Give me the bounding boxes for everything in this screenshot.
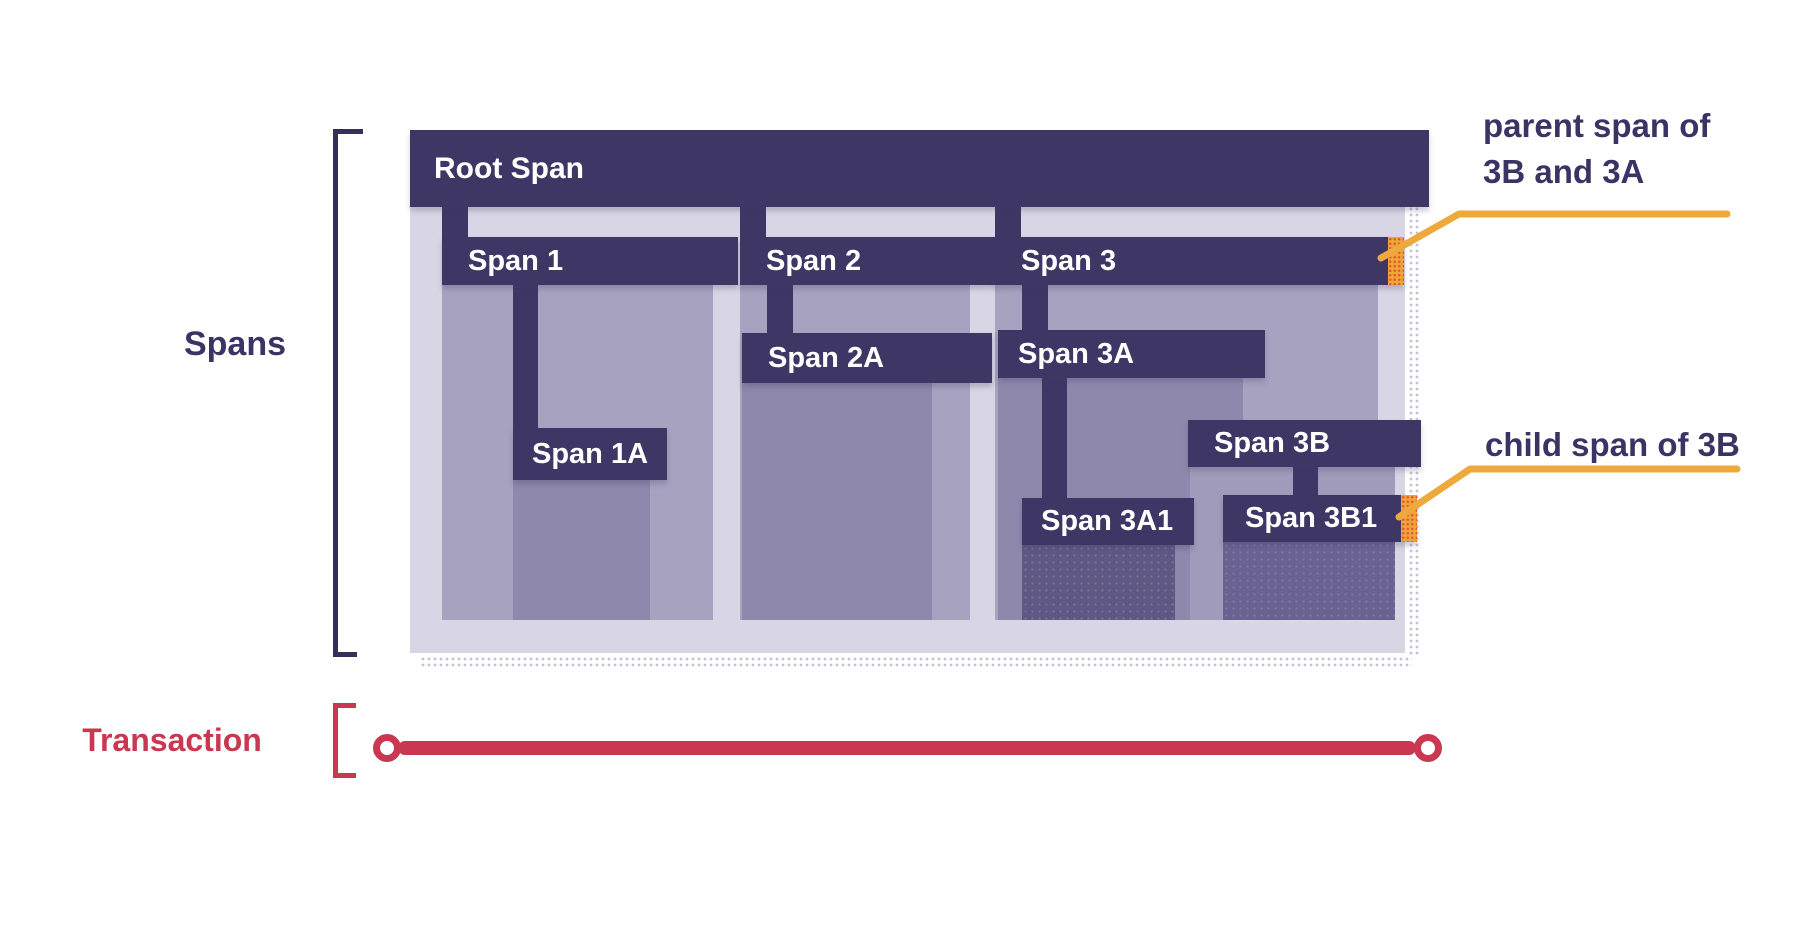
transaction-timeline [398, 741, 1416, 755]
spans-side-label: Spans [183, 325, 287, 363]
transaction-side-label: Transaction [82, 722, 262, 758]
span-2a-label: Span 2A [768, 341, 885, 374]
root-span-label: Root Span [434, 151, 584, 185]
span-1-bar: Span 1 [442, 237, 738, 285]
span-2-label: Span 2 [766, 244, 862, 277]
transaction-bracket-top-tick [333, 703, 356, 708]
span-1a-bar: Span 1A [513, 428, 667, 480]
span-2-bar: Span 2 [740, 237, 996, 285]
container-shadow-bottom [420, 656, 1412, 669]
transaction-bracket-vertical [333, 703, 338, 778]
connector-root-span2 [740, 205, 766, 238]
span-3b1-label: Span 3B1 [1245, 502, 1378, 534]
transaction-end-circle [1414, 734, 1442, 762]
connector-root-span3 [995, 205, 1021, 238]
span-2a-body [742, 383, 932, 620]
span-3a1-bar: Span 3A1 [1022, 498, 1194, 545]
span-1-label: Span 1 [468, 244, 564, 277]
span-3a-label: Span 3A [1018, 337, 1135, 370]
connector-span1-span1a [513, 283, 538, 430]
span-2a-bar: Span 2A [742, 333, 992, 383]
connector-span3a-span3a1 [1042, 378, 1067, 500]
span-3-bar: Span 3 [995, 237, 1404, 285]
parent-annotation-line2: 3B and 3A [1483, 153, 1645, 190]
transaction-start-circle [373, 734, 401, 762]
connector-span3-span3a [1022, 285, 1048, 330]
child-annotation-text: child span of 3B [1485, 426, 1740, 463]
span-3a-bar: Span 3A [998, 330, 1265, 378]
span-1a-label: Span 1A [532, 437, 649, 470]
root-span-bar: Root Span [410, 130, 1429, 207]
connector-root-span1 [442, 205, 468, 238]
span-3b-label: Span 3B [1214, 427, 1331, 459]
transaction-bracket-bottom-tick [333, 773, 356, 778]
child-annotation-line [1395, 465, 1741, 521]
connector-span3b-span3b1 [1293, 467, 1318, 497]
span-3a1-label: Span 3A1 [1041, 505, 1174, 537]
span-3b-bar: Span 3B [1188, 420, 1421, 467]
spans-bracket-bottom-tick [333, 652, 357, 657]
span-1a-body [513, 480, 650, 620]
span-3-label: Span 3 [1021, 244, 1117, 277]
spans-bracket-vertical [333, 129, 338, 657]
parent-annotation-text: parent span of 3B and 3A [1483, 103, 1710, 195]
parent-annotation-line [1377, 210, 1731, 262]
parent-annotation-line1: parent span of [1483, 107, 1711, 144]
span-3a1-body [1022, 545, 1175, 620]
connector-span2-span2a [767, 285, 793, 335]
spans-bracket-top-tick [333, 129, 363, 134]
span-3b1-body [1223, 542, 1395, 620]
